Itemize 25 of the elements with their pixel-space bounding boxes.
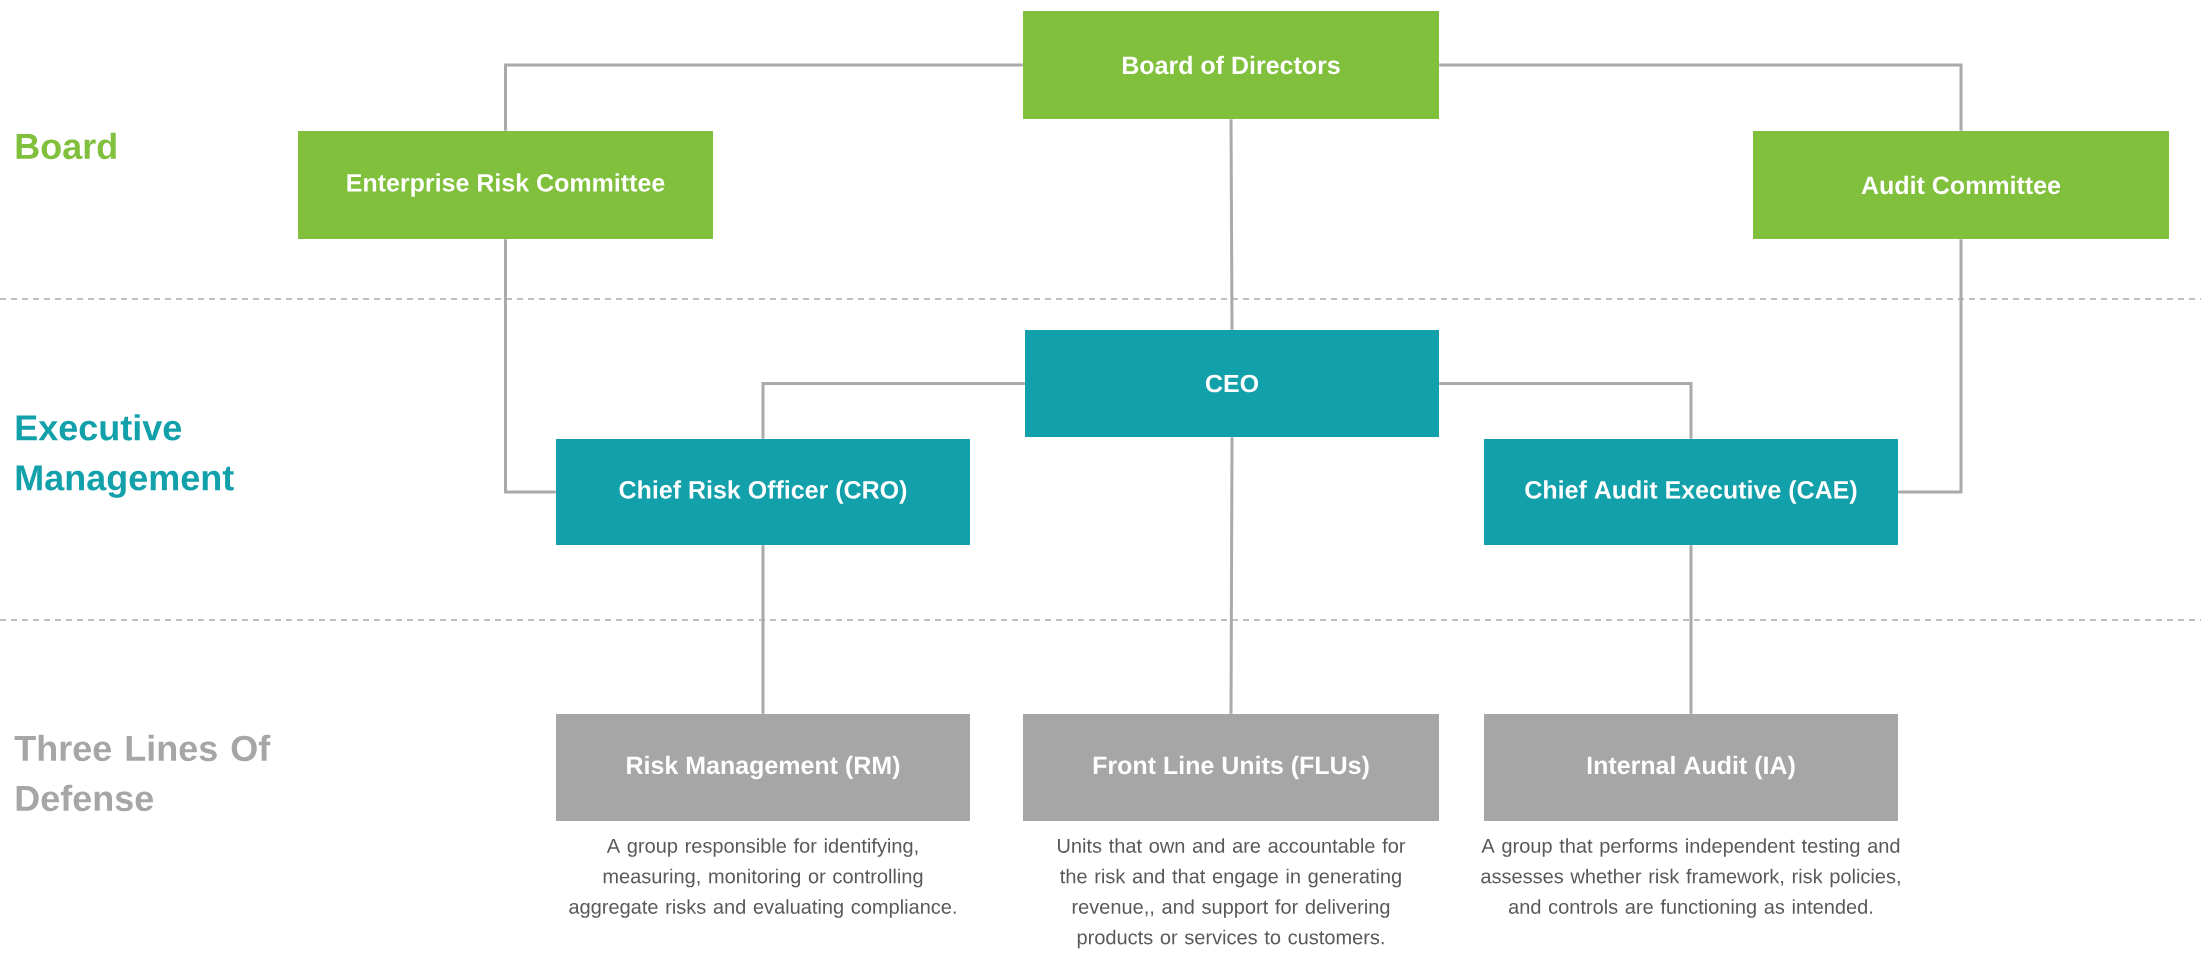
org-box: Risk Management (RM): [556, 714, 970, 821]
org-box: Chief Risk Officer (CRO): [556, 439, 970, 545]
org-box: CEO: [1025, 330, 1439, 437]
connector-line: [761, 382, 1025, 439]
org-box: Front Line Units (FLUs): [1023, 714, 1439, 821]
connector-line: [1439, 63, 1963, 131]
description-text: A group that performs independent testing and assesses whether risk framework, risk policies, and controls are functioning as intended.: [1481, 838, 1900, 918]
connector-line: [504, 239, 556, 494]
org-box: Chief Audit Executive (CAE): [1484, 439, 1898, 545]
description-text: Units that own and are accountable for the risk and that engage in generating revenue,, and support for delivering products or services to customers.: [1058, 838, 1406, 949]
description-text: A group responsible for identifying, measuring, monitoring or controlling aggregate risks and evaluating compliance.: [569, 838, 956, 918]
org-box: Audit Committee: [1753, 131, 2169, 239]
connector-line: [1229, 119, 1234, 330]
connector-line: [1439, 382, 1693, 439]
org-box: Internal Audit (IA): [1484, 714, 1898, 821]
tier-label: Board: [16, 132, 116, 160]
connector-line: [761, 545, 765, 714]
tier-label: Executive Management: [16, 414, 234, 498]
org-box: Enterprise Risk Committee: [298, 131, 713, 239]
org-box: Board of Directors: [1023, 11, 1439, 119]
connector-line: [1898, 239, 1963, 494]
connector-line: [504, 63, 1023, 131]
tier-label: Three Lines Of Defense: [14, 734, 271, 812]
connector-line: [1229, 437, 1234, 714]
connector-line: [1689, 545, 1693, 714]
